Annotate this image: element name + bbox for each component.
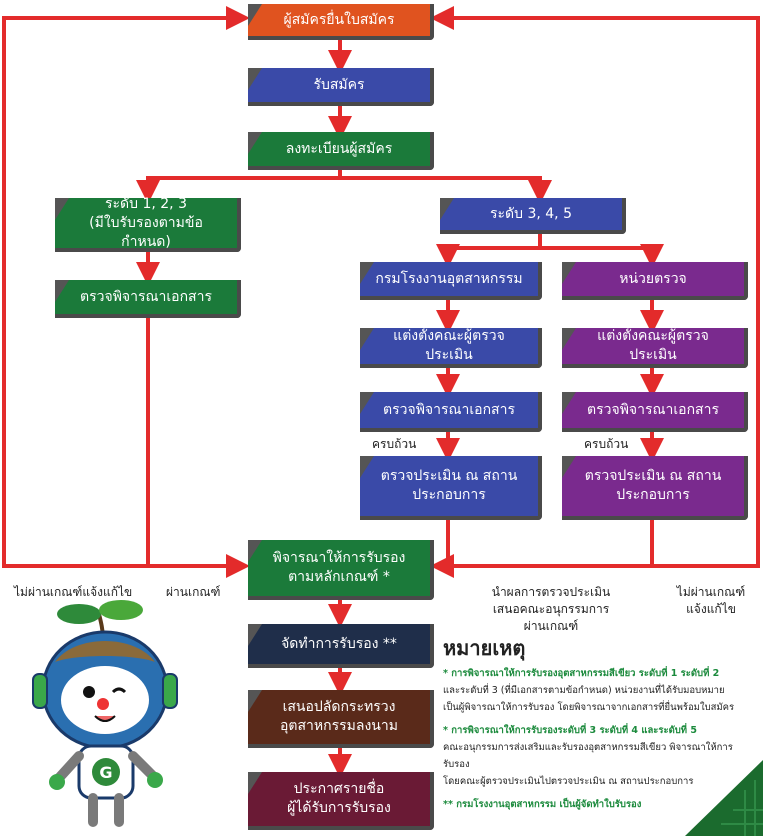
register-box: ลงทะเบียนผู้สมัคร <box>248 132 434 170</box>
prepare-box: จัดทำการรับรอง ** <box>248 624 434 668</box>
note-3: ** กรมโรงงานอุตสาหกรรม เป็นผู้จัดทำใบรับ… <box>443 799 642 810</box>
onsite-a-label: ตรวจประเมิน ณ สถาน <box>380 468 518 484</box>
result-line-1: นำผลการตรวจประเมิน <box>491 585 611 599</box>
result-line-2: เสนอคณะอนุกรรมการ <box>492 602 610 616</box>
docs-b-label: ตรวจพิจารณาเอกสาร <box>587 401 719 418</box>
propose-sublabel: อุตสาหกรรมลงนาม <box>280 718 398 734</box>
announce-sublabel: ผู้ได้รับการรับรอง <box>287 800 391 816</box>
fail-right-line-2: แจ้งแก้ไข <box>686 602 736 616</box>
appoint-b-label: แต่งตั้งคณะผู้ตรวจประเมิน <box>597 328 709 363</box>
docs-b-box: ตรวจพิจารณาเอกสาร <box>562 392 748 432</box>
prepare-label: จัดทำการรับรอง ** <box>281 635 397 652</box>
applicant-label: ผู้สมัครยื่นใบสมัคร <box>283 11 395 28</box>
receive-label: รับสมัคร <box>313 76 365 93</box>
note-2-line-1: * การพิจารณาให้การรับรองระดับที่ 3 ระดับ… <box>443 725 697 736</box>
onsite-a-sublabel: ประกอบการ <box>412 487 486 503</box>
propose-label: เสนอปลัดกระทรวง <box>282 699 396 715</box>
note-1-line-3: เป็นผู้พิจารณาให้การรับรอง โดยพิจารณาจาก… <box>443 702 735 713</box>
onsite-b-label: ตรวจประเมิน ณ สถาน <box>584 468 722 484</box>
docs-left-label: ตรวจพิจารณาเอกสาร <box>80 288 212 305</box>
applicant-box: ผู้สมัครยื่นใบสมัคร <box>248 4 434 40</box>
onsite-b-box: ตรวจประเมิน ณ สถาน ประกอบการ <box>562 456 748 520</box>
onsite-b-sublabel: ประกอบการ <box>616 487 690 503</box>
onsite-a-box: ตรวจประเมิน ณ สถาน ประกอบการ <box>360 456 542 520</box>
complete-b-label: ครบถ้วน <box>584 437 629 451</box>
consider-label: พิจารณาให้การรับรอง <box>272 550 406 566</box>
dept-label: กรมโรงงานอุตสาหกรรม <box>375 270 523 287</box>
mascot-icon: G <box>32 600 178 827</box>
level123-sublabel: (มีใบรับรองตามข้อกำหนด) <box>89 214 203 250</box>
note-2: * การพิจารณาให้การรับรองระดับที่ 3 ระดับ… <box>443 722 743 790</box>
level345-label: ระดับ 3, 4, 5 <box>490 205 572 222</box>
notes-title: หมายเหตุ <box>443 636 526 660</box>
corner-decoration-icon <box>685 760 763 836</box>
consider-sublabel: ตามหลักเกณฑ์ * <box>288 569 390 585</box>
fail-right-label: ไม่ผ่านเกณฑ์ แจ้งแก้ไข <box>666 584 756 618</box>
appoint-a-box: แต่งตั้งคณะผู้ตรวจประเมิน <box>360 328 542 368</box>
receive-box: รับสมัคร <box>248 68 434 106</box>
appoint-b-box: แต่งตั้งคณะผู้ตรวจประเมิน <box>562 328 748 368</box>
announce-box: ประกาศรายชื่อ ผู้ได้รับการรับรอง <box>248 772 434 830</box>
note-2-line-3: โดยคณะผู้ตรวจประเมินไปตรวจประเมิน ณ สถาน… <box>443 776 694 787</box>
docs-a-label: ตรวจพิจารณาเอกสาร <box>383 401 515 418</box>
agency-box: หน่วยตรวจ <box>562 262 748 300</box>
level345-box: ระดับ 3, 4, 5 <box>440 198 626 234</box>
note-1-line-1: * การพิจารณาให้การรับรองอุตสาหกรรมสีเขีย… <box>443 668 720 679</box>
result-label: นำผลการตรวจประเมิน เสนอคณะอนุกรรมการ ผ่า… <box>486 584 616 635</box>
notes-section: หมายเหตุ * การพิจารณาให้การรับรองอุตสาหก… <box>443 635 743 813</box>
appoint-a-label: แต่งตั้งคณะผู้ตรวจประเมิน <box>393 328 505 363</box>
level123-box: ระดับ 1, 2, 3 (มีใบรับรองตามข้อกำหนด) <box>55 195 241 252</box>
note-1: * การพิจารณาให้การรับรองอุตสาหกรรมสีเขีย… <box>443 665 743 716</box>
pass-left-label: ผ่านเกณฑ์ <box>166 585 221 599</box>
result-line-3: ผ่านเกณฑ์ <box>523 619 579 633</box>
announce-label: ประกาศรายชื่อ <box>293 781 385 797</box>
complete-a-label: ครบถ้วน <box>372 437 417 451</box>
fail-right-line-1: ไม่ผ่านเกณฑ์ <box>676 585 746 599</box>
svg-text:G: G <box>99 763 112 782</box>
fail-left-label: ไม่ผ่านเกณฑ์แจ้งแก้ไข <box>14 585 133 599</box>
agency-label: หน่วยตรวจ <box>619 270 687 287</box>
level123-label: ระดับ 1, 2, 3 <box>105 195 187 212</box>
consider-box: พิจารณาให้การรับรอง ตามหลักเกณฑ์ * <box>248 540 434 600</box>
note-1-line-2: และระดับที่ 3 (ที่มีเอกสารตามข้อกำหนด) ห… <box>443 685 725 696</box>
dept-box: กรมโรงงานอุตสาหกรรม <box>360 262 542 300</box>
note-2-line-2: คณะอนุกรรมการส่งเสริมและรับรองอุตสาหกรรม… <box>443 742 733 770</box>
register-label: ลงทะเบียนผู้สมัคร <box>285 140 393 157</box>
propose-box: เสนอปลัดกระทรวง อุตสาหกรรมลงนาม <box>248 690 434 748</box>
docs-a-box: ตรวจพิจารณาเอกสาร <box>360 392 542 432</box>
docs-left-box: ตรวจพิจารณาเอกสาร <box>55 280 241 318</box>
